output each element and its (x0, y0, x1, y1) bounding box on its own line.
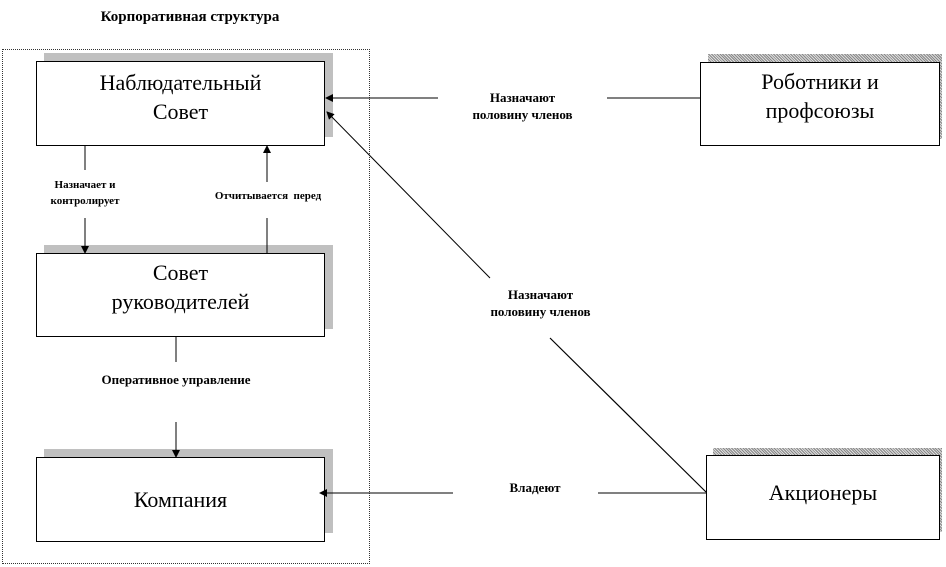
management-board-line1: Совет (152, 260, 209, 285)
edge-shareholders-diag-arrow (326, 111, 491, 279)
company-box: Компания (36, 457, 325, 542)
supervisory-board-line2: Совет (152, 99, 209, 124)
edge-shareholders-diag-lower (549, 337, 707, 493)
label-appoints-line2: контролирует (50, 195, 120, 207)
label-own: Владеют (509, 480, 561, 495)
company-label: Компания (133, 487, 228, 512)
workers-line2: профсоюзы (765, 98, 875, 123)
label-operational-management: Оперативное управление (101, 372, 251, 387)
label-workers-line1: Назначают (489, 90, 556, 105)
workers-line1: Роботники и (761, 69, 879, 94)
management-board-box: Совет руководителей (36, 253, 325, 337)
workers-unions-box: Роботники и профсоюзы (700, 62, 940, 146)
label-appoints-line1: Назначает и (54, 179, 116, 191)
supervisory-board-line1: Наблюдательный (99, 70, 262, 95)
label-shareholders-line2: половину членов (490, 304, 591, 319)
label-workers-line2: половину членов (472, 107, 573, 122)
shareholders-label: Акционеры (768, 480, 878, 505)
label-appoints-controls: Назначает и контролирует (30, 177, 140, 209)
shareholders-box: Акционеры (706, 455, 940, 540)
label-reports-to: Отчитывается перед (214, 190, 322, 202)
management-board-line2: руководителей (111, 289, 250, 314)
diagram-title: Корпоративная структура (100, 9, 280, 25)
supervisory-board-box: Наблюдательный Совет (36, 61, 325, 146)
label-shareholders-appoint: Назначают половину членов (458, 286, 623, 320)
label-workers-appoint: Назначают половину членов (440, 89, 605, 123)
label-shareholders-line1: Назначают (507, 287, 574, 302)
corporate-structure-container (2, 49, 370, 564)
